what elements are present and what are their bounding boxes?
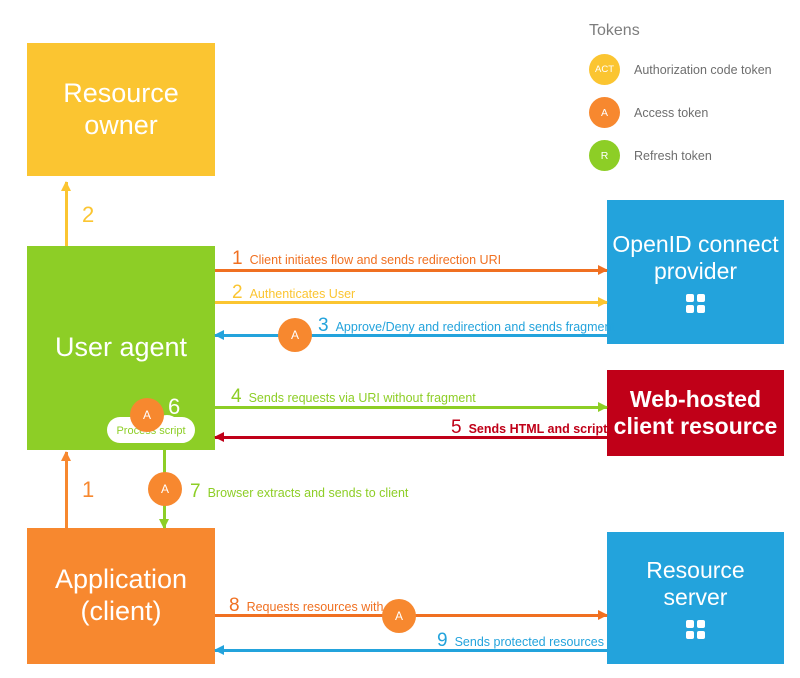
arrow-step-4 bbox=[215, 402, 608, 412]
token-badge-access: A bbox=[589, 97, 620, 128]
resource-server-label-line2: server bbox=[663, 584, 728, 610]
resource-server-label-line1: Resource bbox=[646, 556, 745, 583]
step-text: Sends requests via URI without fragment bbox=[248, 391, 476, 405]
step-label-9: 9 Sends protected resources bbox=[437, 631, 604, 650]
step-text: Authenticates User bbox=[249, 287, 356, 301]
legend-tokens: Tokens ACT Authorization code token A Ac… bbox=[589, 22, 799, 183]
token-badge-letter: A bbox=[160, 482, 169, 496]
step-number: 1 bbox=[82, 477, 95, 502]
arrow-step-3 bbox=[214, 330, 607, 340]
step-number: 1 bbox=[232, 248, 243, 269]
step-number: 2 bbox=[82, 202, 95, 227]
step-number: 9 bbox=[437, 630, 448, 651]
arrow-step-2-vertical bbox=[61, 181, 71, 246]
user-agent-label: User agent bbox=[54, 332, 188, 363]
grid-icon bbox=[686, 294, 705, 314]
step-number: 4 bbox=[231, 386, 242, 407]
step-label-1-vertical: 1 bbox=[82, 479, 94, 501]
step-text: Client initiates flow and sends redirect… bbox=[249, 253, 502, 267]
step-label-5: 5 Sends HTML and script bbox=[451, 418, 607, 437]
legend-title: Tokens bbox=[589, 22, 640, 39]
openid-provider-label-line1: OpenID connect bbox=[612, 230, 779, 257]
step-text: Requests resources with bbox=[246, 600, 384, 614]
step-label-2-vertical: 2 bbox=[82, 204, 94, 226]
application-label-line2: (client) bbox=[80, 596, 162, 626]
step-number: 7 bbox=[190, 481, 201, 502]
step-label-3: 3 Approve/Deny and redirection and sends… bbox=[318, 316, 615, 335]
step-number: 2 bbox=[232, 282, 243, 303]
step-text: Sends HTML and script bbox=[468, 422, 608, 436]
token-badge-access-process-script: A bbox=[130, 398, 164, 432]
actor-box-application-client: Application (client) bbox=[27, 528, 215, 664]
step-label-4: 4 Sends requests via URI without fragmen… bbox=[231, 387, 476, 406]
step-label-6: 6 bbox=[168, 396, 180, 418]
step-number: 8 bbox=[229, 595, 240, 616]
arrow-step-2 bbox=[215, 297, 608, 307]
step-label-2: 2 Authenticates User bbox=[232, 283, 355, 302]
actor-box-openid-connect-provider: OpenID connect provider bbox=[607, 200, 784, 344]
step-number: 3 bbox=[318, 315, 329, 336]
web-hosted-label-line1: Web-hosted bbox=[629, 385, 762, 412]
token-badge-letter: A bbox=[142, 408, 151, 422]
token-badge-letter: A bbox=[290, 328, 299, 342]
legend-item-label: Access token bbox=[634, 105, 709, 120]
actor-box-user-agent: User agent bbox=[27, 246, 215, 450]
openid-provider-label-line2: provider bbox=[653, 258, 738, 284]
legend-item-refresh-token: R Refresh token bbox=[589, 140, 799, 171]
token-badge-access-step-7: A bbox=[148, 472, 182, 506]
step-number: 5 bbox=[451, 417, 462, 438]
actor-box-resource-owner: Resource owner bbox=[27, 43, 215, 176]
application-label-line1: Application bbox=[54, 564, 188, 595]
step-number: 6 bbox=[168, 394, 181, 419]
token-badge-letter: R bbox=[600, 149, 609, 162]
step-label-8: 8 Requests resources with bbox=[229, 596, 383, 615]
token-badge-access-step-8: A bbox=[382, 599, 416, 633]
arrow-step-5 bbox=[214, 432, 607, 442]
actor-box-web-hosted-client-resource: Web-hosted client resource bbox=[607, 370, 784, 456]
step-text: Sends protected resources bbox=[454, 635, 604, 649]
step-text: Browser extracts and sends to client bbox=[207, 486, 409, 500]
step-text: Approve/Deny and redirection and sends f… bbox=[335, 320, 615, 334]
token-badge-letter: A bbox=[394, 609, 403, 623]
arrow-step-1 bbox=[215, 265, 608, 275]
legend-item-label: Refresh token bbox=[634, 148, 712, 163]
token-badge-authorization-code: ACT bbox=[589, 54, 620, 85]
token-badge-letter: ACT bbox=[595, 64, 614, 75]
arrow-step-9 bbox=[214, 645, 607, 655]
legend-item-authorization-code-token: ACT Authorization code token bbox=[589, 54, 799, 85]
resource-owner-label-line1: Resource bbox=[63, 77, 179, 108]
legend-item-label: Authorization code token bbox=[634, 62, 772, 77]
resource-owner-label-line2: owner bbox=[84, 109, 158, 140]
web-hosted-label-line2: client resource bbox=[613, 413, 778, 439]
step-label-1: 1 Client initiates flow and sends redire… bbox=[232, 249, 501, 268]
token-badge-refresh: R bbox=[589, 140, 620, 171]
actor-box-resource-server: Resource server bbox=[607, 532, 784, 664]
arrow-step-1-vertical bbox=[61, 451, 71, 528]
token-badge-access-step-3: A bbox=[278, 318, 312, 352]
step-label-7: 7 Browser extracts and sends to client bbox=[190, 482, 408, 501]
grid-icon bbox=[686, 620, 705, 640]
token-badge-letter: A bbox=[600, 106, 608, 119]
legend-item-access-token: A Access token bbox=[589, 97, 799, 128]
